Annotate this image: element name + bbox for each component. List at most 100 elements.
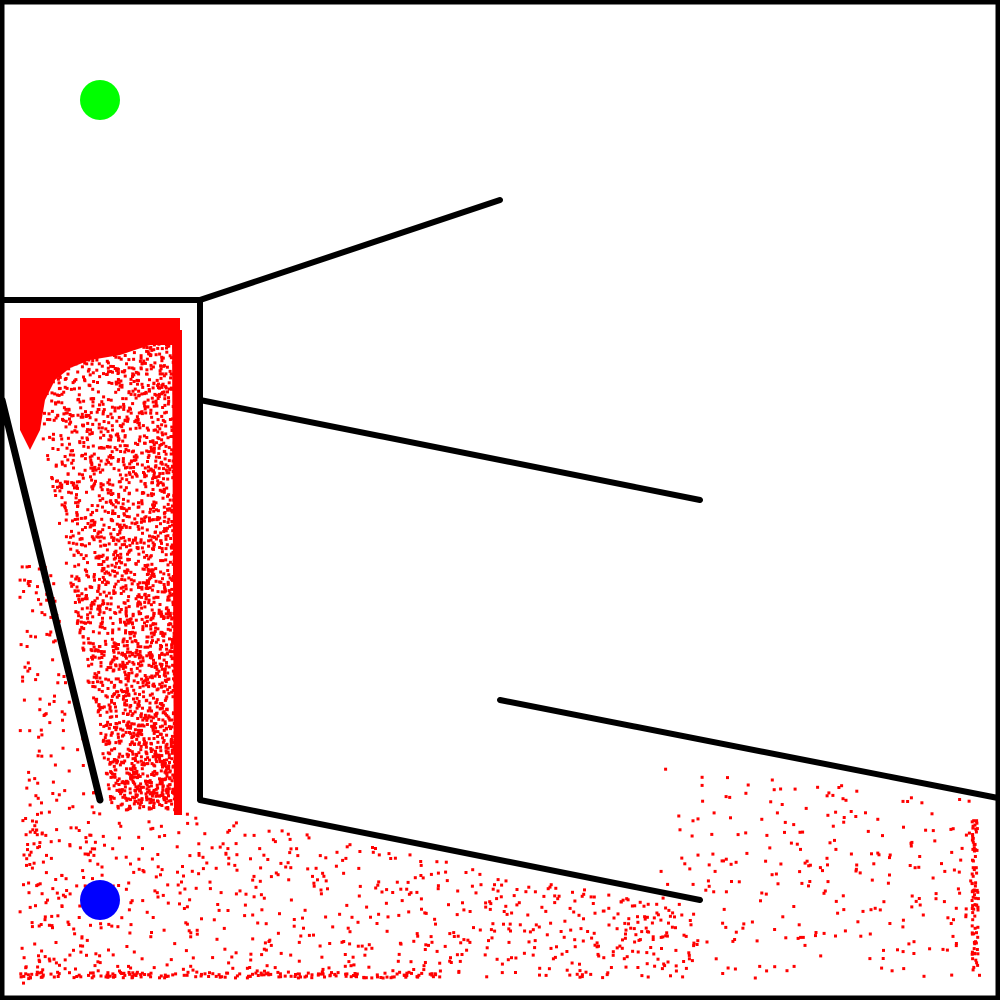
sample-point — [148, 780, 152, 784]
sample-point — [122, 512, 126, 516]
sample-point — [289, 866, 293, 870]
sample-point — [132, 449, 135, 453]
wall-middle-diagonal — [197, 397, 703, 503]
sample-point — [667, 921, 670, 925]
sample-point — [134, 759, 137, 762]
sample-point — [424, 911, 428, 915]
sample-point — [172, 612, 176, 615]
sample-point — [120, 788, 124, 792]
sample-point — [840, 784, 844, 788]
sample-point — [174, 752, 178, 756]
sample-point — [65, 482, 69, 485]
sample-point — [226, 909, 230, 912]
sample-point — [135, 521, 139, 525]
sample-point — [972, 965, 976, 969]
sample-point — [448, 932, 452, 936]
sample-point — [132, 743, 136, 746]
sample-point — [526, 913, 530, 917]
sample-point — [687, 951, 691, 955]
sample-point — [670, 925, 674, 929]
sample-point — [438, 975, 442, 979]
sample-point — [578, 975, 582, 979]
sample-point — [971, 840, 975, 844]
sample-point — [75, 493, 78, 497]
sample-point — [63, 712, 67, 716]
sample-point — [114, 705, 117, 709]
sample-point — [140, 526, 144, 530]
sample-point — [79, 347, 83, 351]
sample-point — [621, 938, 624, 942]
sample-point — [917, 897, 921, 900]
sample-point — [70, 529, 73, 533]
sample-point — [127, 366, 131, 370]
sample-point — [147, 598, 151, 602]
sample-point — [152, 428, 156, 432]
sample-point — [81, 473, 84, 477]
sample-point — [734, 930, 738, 934]
sample-point — [93, 672, 97, 676]
sample-point — [63, 455, 67, 458]
sample-point — [142, 359, 146, 363]
sample-point — [27, 778, 31, 782]
sample-point — [152, 804, 156, 808]
sample-point — [349, 964, 353, 968]
sample-point — [203, 832, 207, 836]
sample-point — [163, 403, 167, 407]
sample-point — [141, 628, 145, 632]
sample-point — [170, 757, 174, 761]
sample-point — [391, 969, 395, 973]
sample-point — [618, 944, 622, 948]
sample-point — [125, 478, 129, 482]
sample-point — [950, 850, 954, 854]
sample-point — [249, 958, 253, 962]
sample-point — [121, 429, 125, 433]
sample-point — [115, 368, 119, 372]
sample-point — [171, 459, 175, 463]
sample-point — [152, 611, 156, 615]
sample-point — [151, 584, 155, 588]
sample-point — [63, 464, 67, 468]
sample-point — [68, 417, 71, 421]
sample-point — [124, 808, 128, 812]
sample-point — [171, 773, 175, 777]
sample-point — [145, 357, 149, 361]
sample-point — [160, 489, 164, 493]
sample-point — [493, 883, 496, 887]
sample-point — [123, 543, 126, 547]
sample-point — [407, 910, 411, 914]
sample-point — [152, 731, 156, 735]
sample-point — [85, 597, 89, 601]
sample-point — [696, 939, 700, 943]
sample-point — [53, 392, 57, 396]
sample-point — [107, 948, 110, 952]
sample-point — [63, 377, 67, 381]
sample-point — [172, 451, 176, 455]
sample-point — [357, 894, 361, 898]
sample-point — [117, 415, 121, 419]
sample-point — [147, 797, 151, 801]
sample-point — [186, 970, 190, 974]
sample-point — [103, 578, 106, 582]
sample-point — [100, 622, 104, 625]
sample-point — [170, 751, 174, 755]
sample-point — [684, 934, 688, 938]
sample-point — [121, 640, 125, 644]
sample-point — [164, 463, 168, 467]
sample-point — [201, 867, 205, 871]
sample-point — [495, 957, 499, 961]
sample-point — [433, 917, 437, 921]
sample-point — [200, 972, 203, 976]
sample-point — [131, 971, 135, 975]
sample-point — [146, 677, 150, 681]
sample-point — [58, 369, 62, 373]
sample-point — [335, 850, 339, 854]
sample-point — [30, 972, 34, 976]
sample-point — [155, 746, 159, 749]
sample-point — [145, 573, 149, 576]
sample-point — [141, 785, 145, 789]
sample-point — [118, 617, 122, 621]
sample-point — [83, 884, 87, 888]
sample-point — [105, 458, 109, 462]
sample-point — [98, 645, 102, 648]
sample-point — [667, 908, 671, 912]
